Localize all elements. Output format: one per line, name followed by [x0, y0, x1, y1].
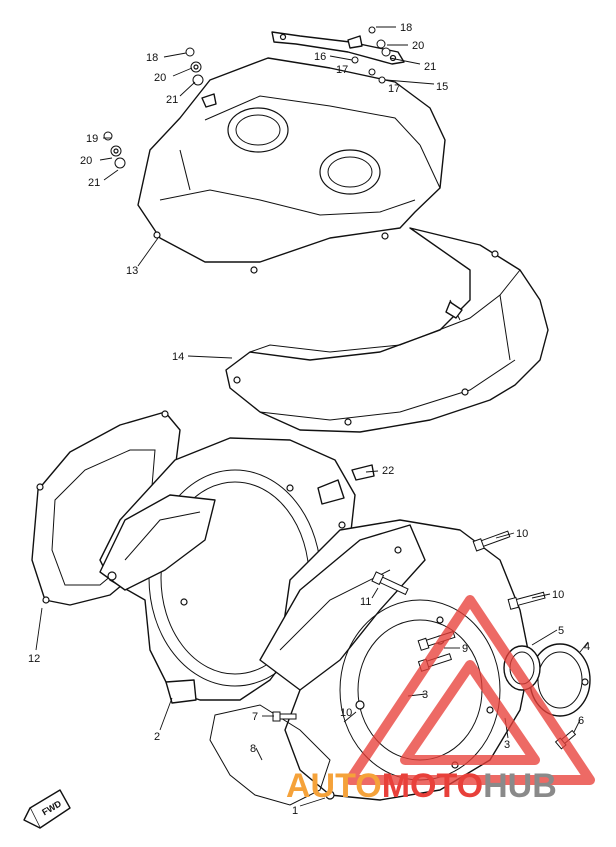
bracket-strip	[271, 31, 405, 65]
callout-20-right: 20	[412, 40, 424, 52]
forward-direction-marker: FWD	[23, 789, 71, 829]
callout-10-upper: 10	[516, 528, 528, 540]
callout-17-upper: 17	[336, 64, 348, 76]
callout-19: 19	[86, 133, 98, 145]
callout-11: 11	[360, 596, 371, 608]
callout-3-right: 3	[504, 739, 510, 751]
callout-6: 6	[578, 715, 584, 727]
callout-10-middle: 10	[552, 589, 564, 601]
callout-17-lower: 17	[388, 83, 400, 95]
callout-8: 8	[250, 743, 256, 755]
callout-1: 1	[292, 805, 298, 817]
clip-22	[351, 464, 375, 481]
callout-13: 13	[126, 265, 138, 277]
lower-fan-shroud	[225, 227, 549, 433]
callout-16: 16	[314, 51, 326, 63]
callout-2: 2	[154, 731, 160, 743]
callout-21-left: 21	[166, 94, 178, 106]
callout-18-right: 18	[400, 22, 412, 34]
callout-21-right: 21	[424, 61, 436, 73]
callout-7: 7	[252, 711, 258, 723]
callout-4: 4	[584, 641, 590, 653]
callout-20-left: 20	[154, 72, 166, 84]
callout-labels: 18 20 21 18 20 21 16 17 15 17 19 20 21 1…	[28, 22, 590, 817]
watermark-part-auto: AUTOMOTOHUB	[286, 767, 557, 805]
callout-3-left: 3	[422, 689, 428, 701]
callout-20-lower: 20	[80, 155, 92, 167]
callout-18-left: 18	[146, 52, 158, 64]
automotohub-watermark: AUTOMOTOHUB	[286, 595, 595, 805]
leader-lines	[35, 26, 589, 807]
callout-21-lower: 21	[88, 177, 100, 189]
callout-10-lower: 10	[340, 707, 352, 719]
callout-15: 15	[436, 81, 448, 93]
crankcase-cover	[259, 519, 531, 801]
upper-fan-shroud	[137, 57, 446, 274]
callout-5: 5	[558, 625, 564, 637]
callout-12: 12	[28, 653, 40, 665]
callout-14: 14	[172, 351, 184, 363]
callout-9: 9	[462, 643, 468, 655]
callout-22: 22	[382, 465, 394, 477]
